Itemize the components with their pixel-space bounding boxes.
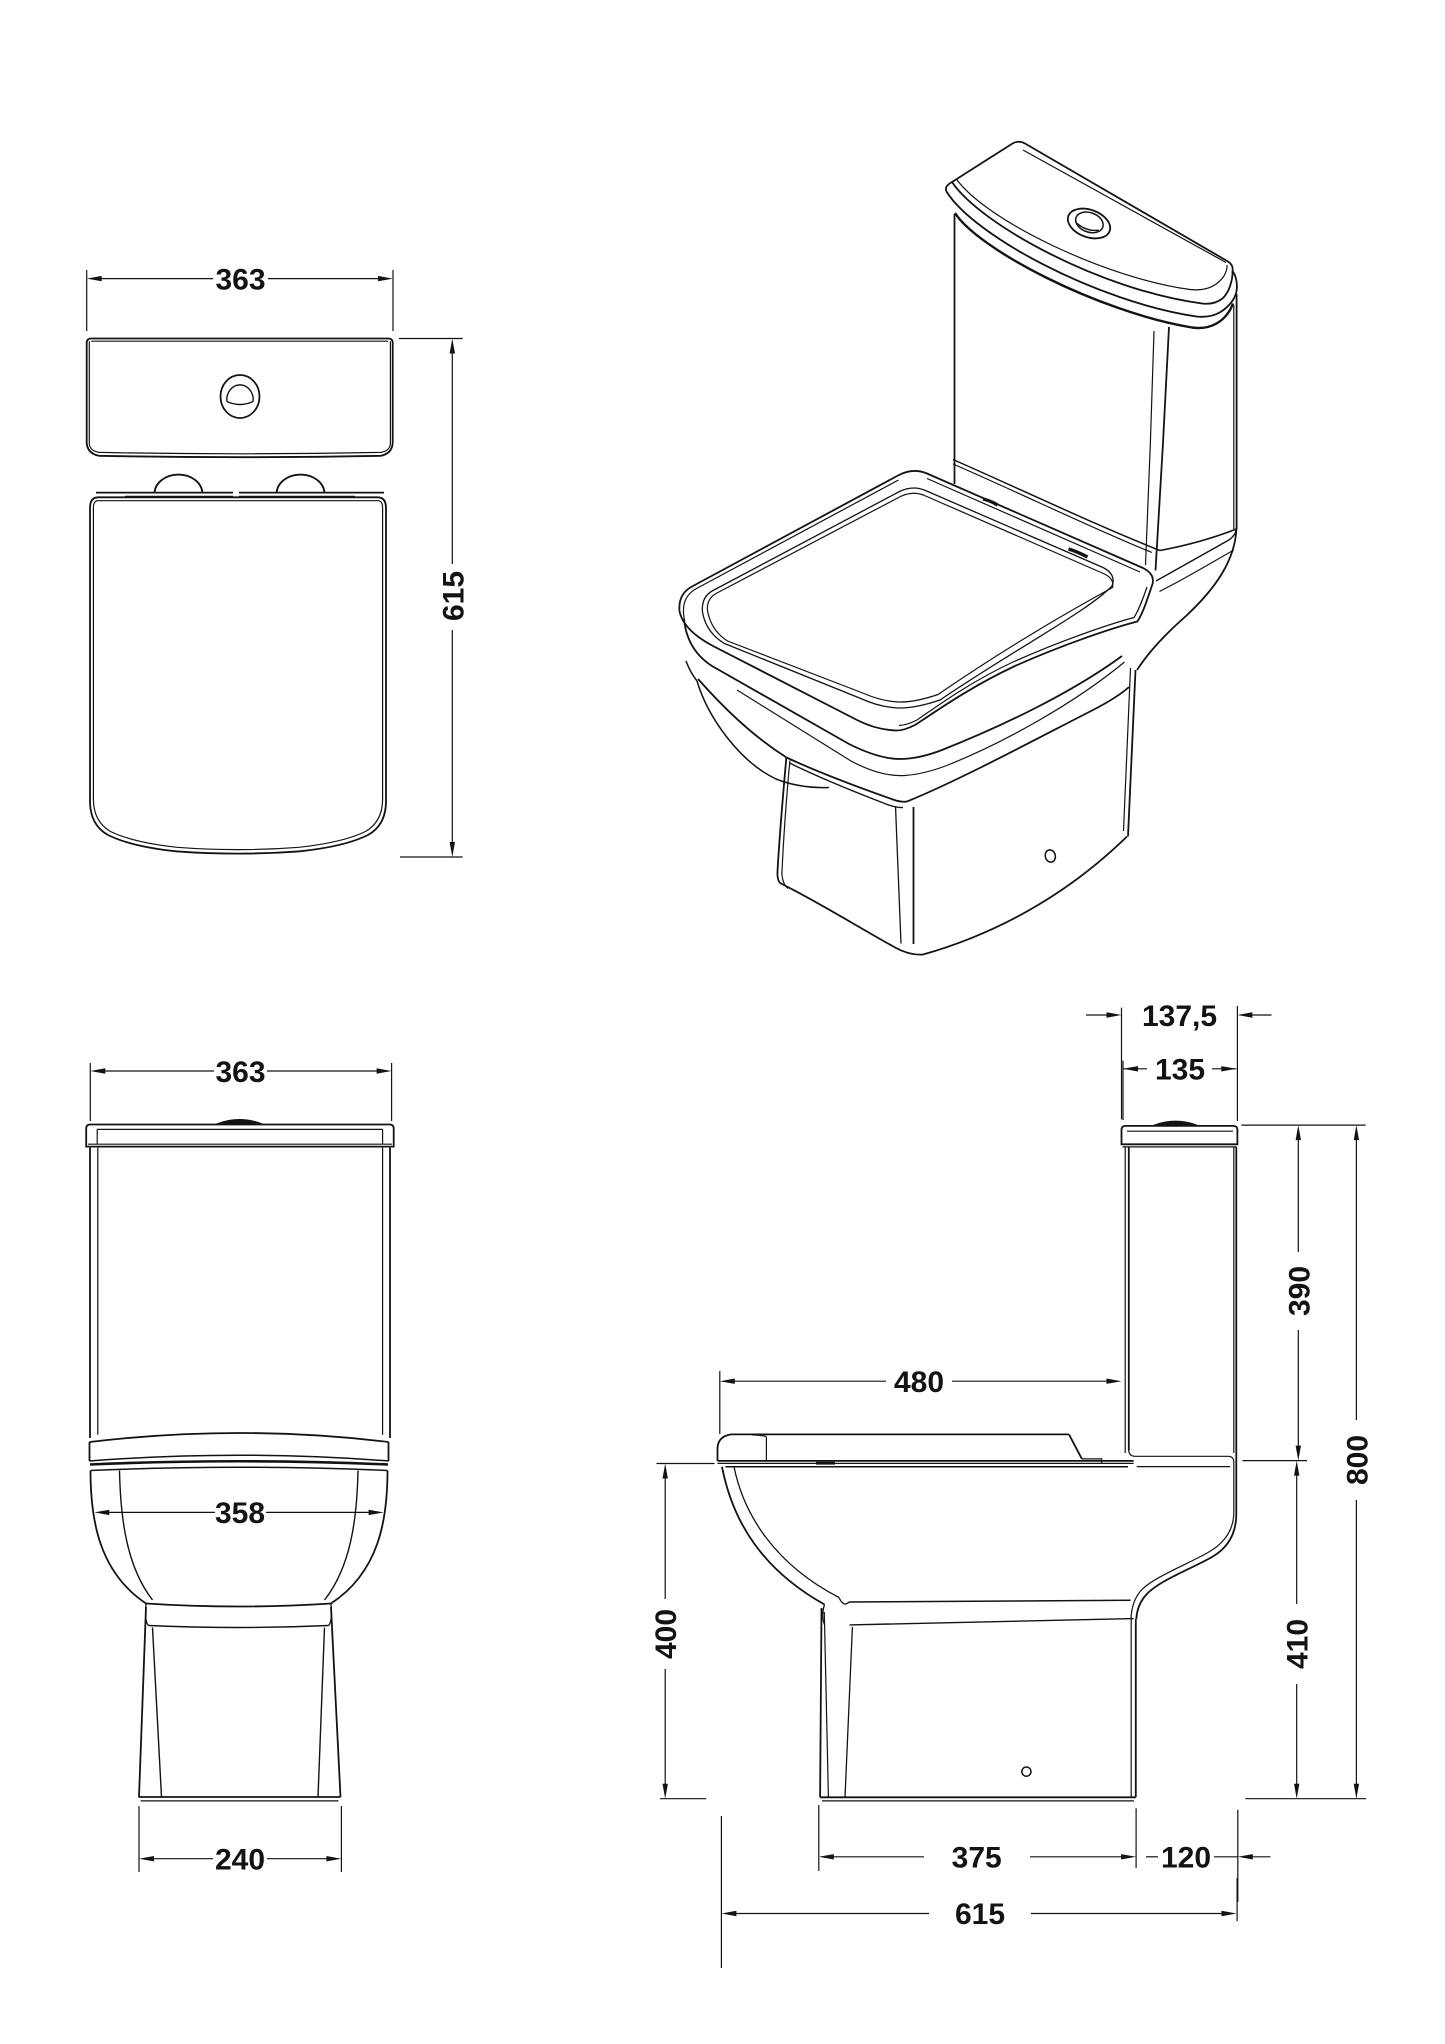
svg-text:480: 480 [894,1366,944,1399]
svg-text:375: 375 [952,1841,1002,1874]
svg-text:240: 240 [215,1843,265,1876]
svg-text:400: 400 [650,1609,683,1659]
svg-text:363: 363 [215,1056,265,1089]
svg-text:120: 120 [1161,1841,1211,1874]
svg-text:358: 358 [215,1497,265,1530]
svg-text:410: 410 [1282,1619,1315,1669]
svg-text:615: 615 [437,571,470,621]
svg-text:363: 363 [215,264,265,297]
svg-text:615: 615 [955,1898,1005,1931]
svg-text:800: 800 [1341,1435,1374,1485]
svg-text:390: 390 [1283,1266,1316,1316]
svg-text:137,5: 137,5 [1142,1000,1217,1033]
svg-text:135: 135 [1155,1054,1205,1087]
